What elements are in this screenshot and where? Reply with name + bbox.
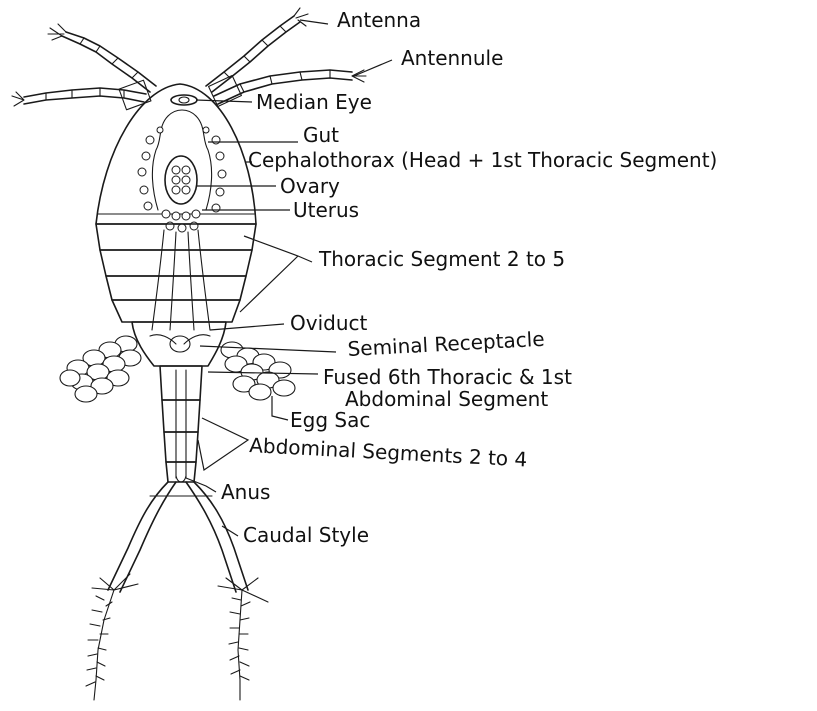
label-antennule: Antennule	[401, 46, 503, 70]
label-fused-segment-line2: Abdominal Segment	[345, 387, 548, 411]
label-anus: Anus	[221, 480, 270, 504]
label-cephalothorax: Cephalothorax (Head + 1st Thoracic Segme…	[248, 148, 717, 172]
caudal-setae-left	[86, 574, 138, 700]
label-gut: Gut	[303, 123, 339, 147]
caudal-setae-right	[218, 578, 268, 700]
ovary-drawing	[165, 156, 197, 204]
egg-sac-left	[60, 336, 141, 402]
label-oviduct: Oviduct	[290, 311, 368, 335]
label-seminal-receptacle: Seminal Receptacle	[347, 327, 545, 361]
label-antenna: Antenna	[337, 8, 421, 32]
label-abdominal-segments: Abdominal Segments 2 to 4	[249, 433, 528, 472]
uterus-drawing	[162, 210, 200, 232]
label-egg-sac: Egg Sac	[290, 408, 370, 432]
gut-drawing	[138, 110, 226, 212]
leader-lines	[186, 60, 392, 536]
label-thoracic-segments: Thoracic Segment 2 to 5	[318, 247, 565, 271]
antennule-left	[12, 80, 151, 110]
abdomen	[160, 366, 202, 482]
egg-sac-right	[221, 342, 295, 400]
label-ovary: Ovary	[280, 174, 340, 198]
label-fused-segment-line1: Fused 6th Thoracic & 1st	[323, 365, 572, 389]
median-eye	[171, 95, 197, 105]
label-median-eye: Median Eye	[256, 90, 372, 114]
thoracic-segments	[96, 224, 256, 330]
label-uterus: Uterus	[293, 198, 359, 222]
label-caudal-style: Caudal Style	[243, 523, 369, 547]
fused-segment	[132, 322, 226, 366]
